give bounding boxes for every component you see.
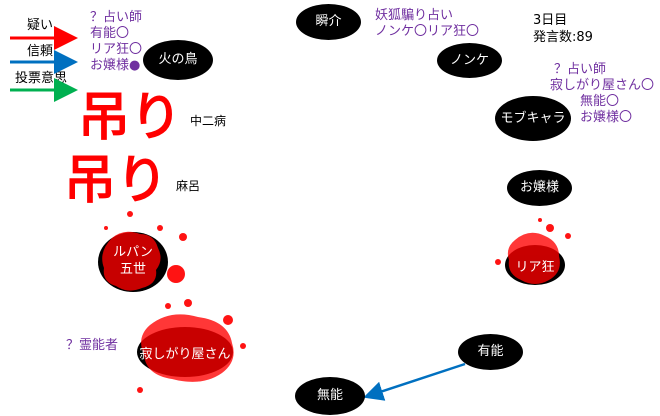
note: 寂しがり屋さん〇 xyxy=(550,78,655,93)
hinotori-notes: ？占い師 有能〇 リア狂〇 お嬢様● xyxy=(90,10,142,74)
note: ？占い師 xyxy=(90,10,143,25)
node-shunsuke[interactable]: 瞬介 xyxy=(296,4,361,40)
legend-doubt: 疑い xyxy=(27,18,54,33)
node-munou[interactable]: 無能 xyxy=(295,377,365,415)
note: 有能〇 xyxy=(90,26,130,41)
shunsuke-notes: 妖狐騙り占い ノンケ〇リア狂〇 xyxy=(375,8,479,40)
node-mob[interactable]: モブキャラ xyxy=(495,96,571,141)
node-riakyou-label: リア狂 xyxy=(515,259,555,275)
note: お嬢様〇 xyxy=(580,110,633,125)
note: お嬢様● xyxy=(90,58,141,73)
status: 3日目 発言数:89 xyxy=(533,12,593,46)
legend-vote: 投票意思 xyxy=(15,71,68,86)
note: ？占い師 xyxy=(554,62,607,77)
node-maro[interactable]: 麻呂 xyxy=(176,179,201,193)
note: 無能〇 xyxy=(580,94,620,109)
hanged-mark: 吊り xyxy=(64,151,169,211)
node-nonke[interactable]: ノンケ xyxy=(437,43,502,78)
note: リア狂〇 xyxy=(90,42,143,57)
hanged-mark: 吊り xyxy=(78,88,183,148)
mob-notes: ？占い師 寂しがり屋さん〇 無能〇 お嬢様〇 xyxy=(550,62,654,126)
trust-arrow-yuunou-munou xyxy=(363,362,466,401)
node-sabishi-label: 寂しがり屋さん xyxy=(139,346,231,362)
node-yuunou[interactable]: 有能 xyxy=(458,334,523,370)
node-lupin-label: ルパン 五世 xyxy=(113,245,153,277)
note: 妖狐騙り占い xyxy=(375,8,454,23)
node-chuuni[interactable]: 中二病 xyxy=(190,114,227,128)
day-label: 3日目 xyxy=(533,13,568,28)
post-count: 発言数:89 xyxy=(533,30,593,45)
sabishi-note: ？霊能者 xyxy=(66,338,119,353)
note: ノンケ〇リア狂〇 xyxy=(375,24,480,39)
legend-trust: 信頼 xyxy=(27,44,54,59)
node-hinotori[interactable]: 火の鳥 xyxy=(143,40,213,80)
node-ojou[interactable]: お嬢様 xyxy=(507,170,572,206)
